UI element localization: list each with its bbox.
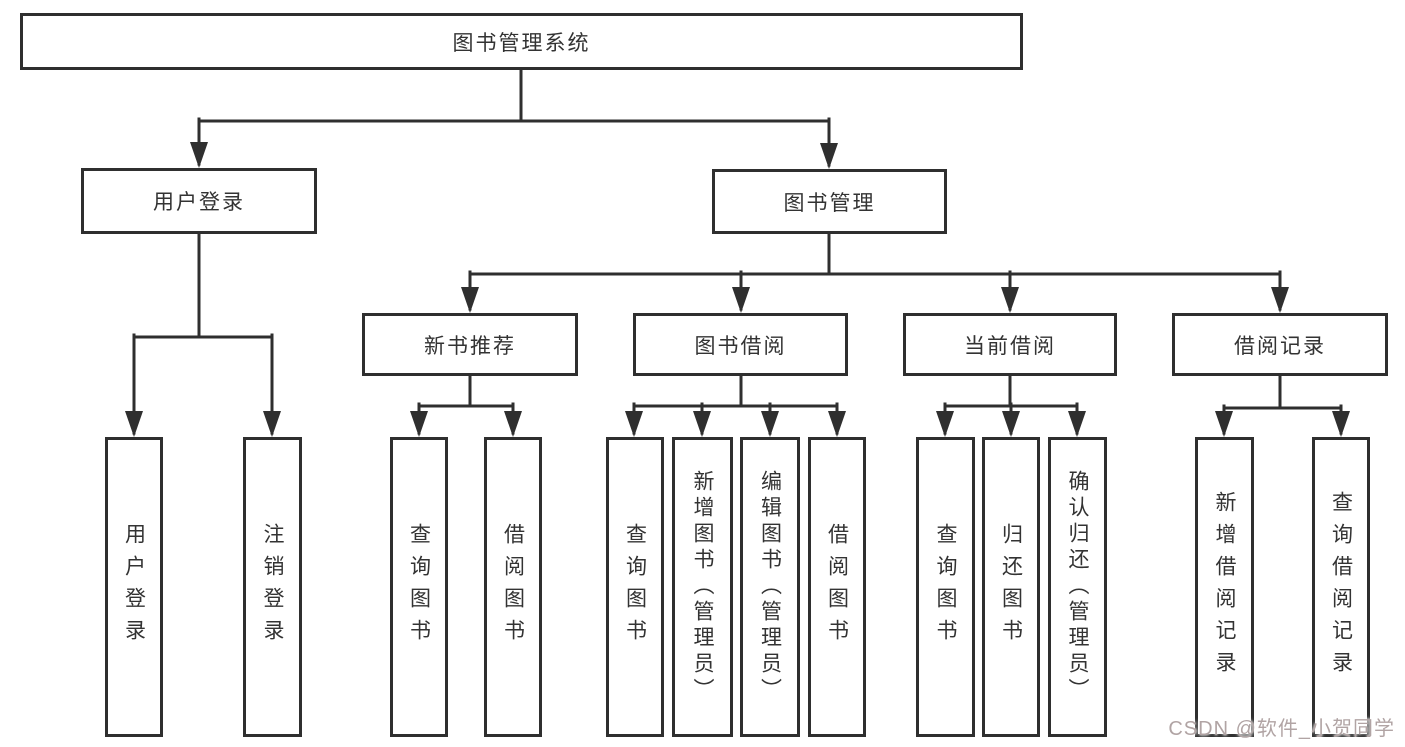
arrowhead [1332,411,1350,437]
node-book-borrow-label: 图书借阅 [694,334,787,358]
leaf-query-books-recommend: 查询图书 [390,437,448,737]
leaf-borrow-books-recommend-label: 借阅图书 [501,523,525,651]
arrowhead [1215,411,1233,437]
connector-login-to-leaves [132,231,274,435]
leaf-user-login: 用户登录 [105,437,163,737]
connector-recommend-to-leaves [417,374,515,435]
node-book-borrow: 图书借阅 [633,313,848,376]
leaf-return-book-label: 归还图书 [999,523,1023,651]
leaf-borrow-books-borrow-label: 借阅图书 [825,523,849,651]
arrowhead [625,411,643,437]
arrowhead [1068,411,1086,437]
node-root-label: 图书管理系统 [452,31,591,55]
arrowhead [820,143,838,169]
watermark-text: CSDN @软件_小贺同学 [1168,718,1395,740]
leaf-add-borrow-record-label: 新增借阅记录 [1213,491,1236,683]
arrowhead [693,411,711,437]
arrowhead [936,411,954,437]
arrowhead [828,411,846,437]
arrowhead [1271,287,1289,313]
leaf-edit-book-admin-label: 编辑图书（管理员） [758,470,782,704]
arrowhead [410,411,428,437]
leaf-user-login-label: 用户登录 [122,523,146,651]
connector-management-to-level3 [468,232,1282,311]
leaf-query-books-current-label: 查询图书 [934,523,957,651]
arrowhead [504,411,522,437]
connector-root-to-level2 [197,67,831,167]
node-new-book-recommend-label: 新书推荐 [424,334,516,358]
leaf-confirm-return-admin-label: 确认归还（管理员） [1066,470,1089,704]
arrowhead [190,142,208,168]
node-current-borrow-label: 当前借阅 [964,334,1056,358]
leaf-edit-book-admin: 编辑图书（管理员） [740,437,800,737]
leaf-confirm-return-admin: 确认归还（管理员） [1048,437,1107,737]
node-root: 图书管理系统 [20,13,1023,70]
arrowhead [732,287,750,313]
arrowhead [1001,287,1019,313]
node-book-management-label: 图书管理 [783,191,876,215]
node-new-book-recommend: 新书推荐 [362,313,578,376]
node-user-login: 用户登录 [81,168,317,234]
node-user-login-label: 用户登录 [153,191,245,214]
leaf-return-book: 归还图书 [982,437,1040,737]
arrowhead [761,411,779,437]
leaf-query-borrow-record-label: 查询借阅记录 [1329,491,1353,683]
leaf-query-books-recommend-label: 查询图书 [407,523,431,651]
node-borrow-records-label: 借阅记录 [1234,334,1326,358]
leaf-query-books-borrow-label: 查询图书 [623,523,647,651]
leaf-borrow-books-borrow: 借阅图书 [808,437,866,737]
leaf-logout-label: 注销登录 [261,523,284,651]
leaf-borrow-books-recommend: 借阅图书 [484,437,542,737]
leaf-add-book-admin: 新增图书（管理员） [672,437,733,737]
leaf-add-borrow-record: 新增借阅记录 [1195,437,1254,737]
leaf-query-books-borrow: 查询图书 [606,437,664,737]
node-current-borrow: 当前借阅 [903,313,1117,376]
arrowhead [1002,411,1020,437]
node-book-management: 图书管理 [712,169,947,234]
arrowhead [125,411,143,437]
arrowhead [263,411,281,437]
arrowhead [461,287,479,313]
connector-records-to-leaves [1222,374,1343,435]
connector-borrow-to-leaves [632,374,839,435]
leaf-query-borrow-record: 查询借阅记录 [1312,437,1370,737]
leaf-logout: 注销登录 [243,437,302,737]
leaf-query-books-current: 查询图书 [916,437,975,737]
leaf-add-book-admin-label: 新增图书（管理员） [691,470,714,704]
node-borrow-records: 借阅记录 [1172,313,1388,376]
